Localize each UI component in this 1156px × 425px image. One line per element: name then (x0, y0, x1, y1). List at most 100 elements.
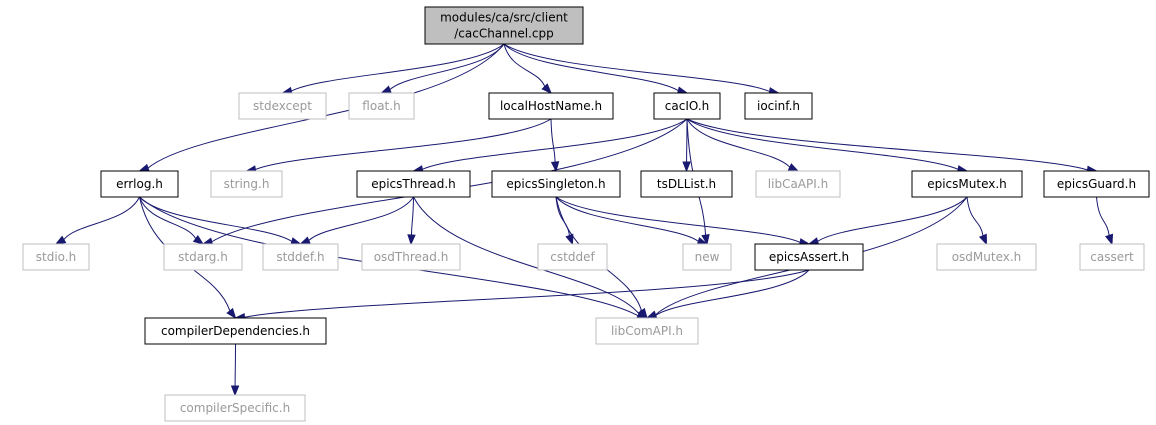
node-label: string.h (224, 177, 270, 191)
edge-line (139, 196, 197, 239)
node-box (238, 92, 327, 120)
node-box (1079, 243, 1145, 271)
node-label: compilerSpecific.h (180, 401, 290, 415)
node-box (537, 243, 608, 271)
node-box (755, 170, 841, 198)
node-box (144, 317, 327, 345)
node-label: epicsAssert.h (769, 250, 849, 264)
node-box (163, 243, 243, 271)
edge-errlog-to-stdarg (139, 196, 205, 245)
edge-epicsSingleton-to-new (555, 196, 709, 246)
node-label: compilerDependencies.h (161, 324, 310, 338)
edge-root-to-float (380, 43, 505, 94)
edge-cacIO-to-epicsThread (412, 118, 688, 174)
node-box (744, 92, 813, 120)
edge-errlog-to-stdio (54, 196, 140, 245)
edge-cacIO-to-epicsMutex (686, 118, 969, 174)
node-epicsMutex[interactable]: epicsMutex.h (911, 170, 1023, 198)
edge-root-to-cacIO (503, 43, 689, 95)
node-cassert: cassert (1079, 243, 1145, 271)
node-label: epicsSingleton.h (506, 177, 605, 191)
edge-arrowhead (299, 236, 311, 245)
node-box (22, 243, 90, 271)
node-compilerSpecific: compilerSpecific.h (164, 394, 306, 422)
edge-line (244, 269, 810, 318)
node-box (210, 170, 283, 198)
node-label: tsDLList.h (657, 177, 716, 191)
node-libCaAPI: libCaAPI.h (755, 170, 841, 198)
edge-line (686, 118, 1088, 171)
node-compilerDependencies[interactable]: compilerDependencies.h (144, 317, 327, 345)
edge-epicsSingleton-to-epicsAssert (555, 196, 811, 247)
node-label: stddef.h (276, 250, 324, 264)
node-box (424, 6, 584, 45)
node-label: errlog.h (116, 177, 163, 191)
node-epicsGuard[interactable]: epicsGuard.h (1043, 170, 1150, 198)
node-float: float.h (348, 92, 415, 120)
node-label: cacIO.h (665, 99, 709, 113)
node-label: cstddef (550, 250, 595, 264)
node-label: stdio.h (36, 250, 76, 264)
edge-arrowhead (226, 307, 237, 320)
node-libComAPI: libComAPI.h (595, 317, 699, 345)
node-osdMutex: osdMutex.h (936, 243, 1037, 271)
edge-line (291, 43, 505, 92)
edge-line (966, 196, 984, 236)
node-box (595, 317, 699, 345)
edge-arrowhead (1105, 233, 1114, 246)
edge-arrowhead (787, 163, 800, 172)
edge-arrowhead (682, 161, 691, 173)
node-cacIO[interactable]: cacIO.h (653, 92, 721, 120)
edge-arrowhead (541, 83, 552, 94)
edge-line (555, 196, 699, 242)
node-errlog[interactable]: errlog.h (100, 170, 179, 198)
node-box (262, 243, 339, 271)
edge-epicsThread-to-osdThread (407, 196, 416, 246)
node-epicsThread[interactable]: epicsThread.h (356, 170, 471, 198)
edge-line (555, 196, 801, 243)
edge-line (686, 118, 959, 170)
node-label: iocinf.h (757, 99, 800, 113)
node-box (640, 170, 733, 198)
node-layer: modules/ca/src/client/cacChannel.cpp stde… (22, 6, 1150, 422)
node-localHostName[interactable]: localHostName.h (488, 92, 614, 120)
node-epicsSingleton[interactable]: epicsSingleton.h (491, 170, 621, 198)
edge-root-to-localHostName (503, 43, 552, 94)
edge-line (1096, 196, 1110, 236)
node-label: osdThread.h (374, 250, 449, 264)
edge-epicsAssert-to-compilerDependencies (234, 269, 810, 322)
edge-localHostName-to-string (245, 118, 552, 174)
node-box (653, 92, 721, 120)
node-root[interactable]: modules/ca/src/client/cacChannel.cpp (424, 6, 584, 45)
edge-line (655, 269, 810, 316)
node-box (491, 170, 621, 198)
node-label: /cacChannel.cpp (454, 27, 554, 41)
node-label: stdexcept (253, 99, 312, 113)
node-stdarg: stdarg.h (163, 243, 243, 271)
node-box (488, 92, 614, 120)
edge-arrowhead (407, 234, 416, 246)
node-osdThread: osdThread.h (361, 243, 461, 271)
edge-epicsGuard-to-cassert (1096, 196, 1114, 246)
edge-arrowhead (380, 85, 392, 94)
node-box (100, 170, 179, 198)
node-label: float.h (362, 99, 400, 113)
node-tsDLList[interactable]: tsDLList.h (640, 170, 733, 198)
edge-arrowhead (550, 161, 560, 173)
edge-arrowhead (230, 385, 240, 397)
node-label: cassert (1090, 250, 1134, 264)
edge-epicsMutex-to-osdMutex (966, 196, 988, 246)
edge-arrowhead (54, 235, 67, 245)
node-label: libCaAPI.h (768, 177, 828, 191)
edge-arrowhead (701, 233, 710, 246)
node-label: localHostName.h (500, 99, 602, 113)
node-label: epicsGuard.h (1057, 177, 1136, 191)
edge-line (413, 196, 640, 315)
edge-arrowhead (637, 307, 648, 320)
edge-line (422, 118, 688, 170)
node-label: epicsThread.h (371, 177, 456, 191)
edge-arrowhead (192, 234, 205, 245)
node-iocinf[interactable]: iocinf.h (744, 92, 813, 120)
node-epicsAssert[interactable]: epicsAssert.h (754, 243, 864, 271)
